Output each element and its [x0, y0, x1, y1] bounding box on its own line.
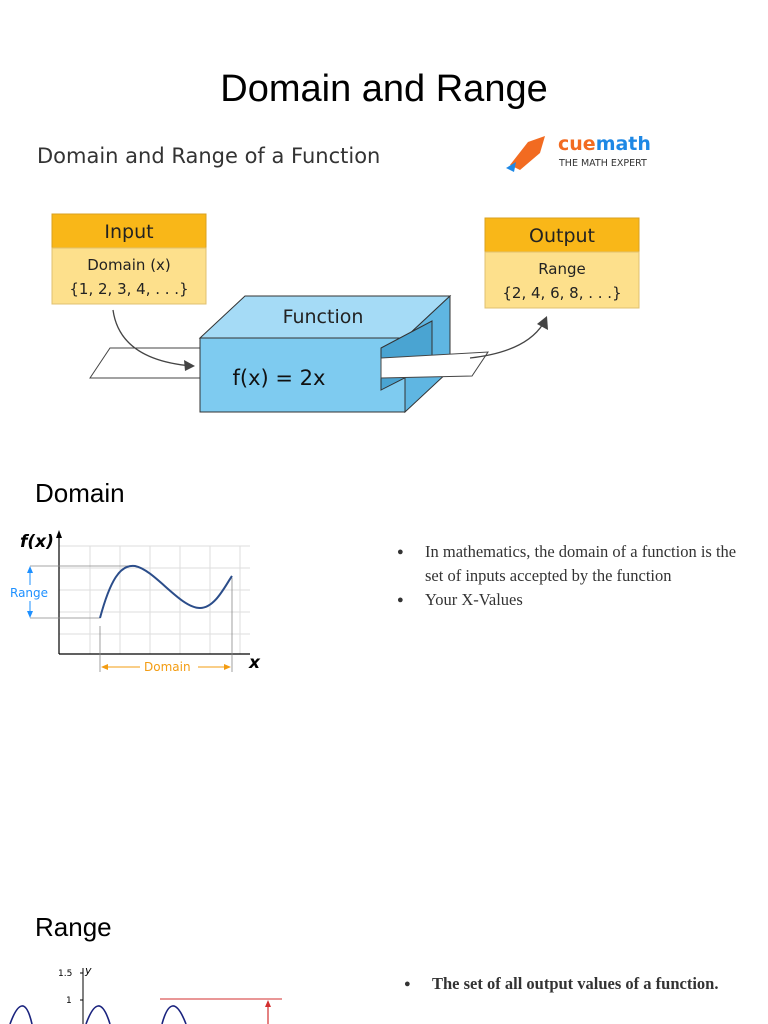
input-body-bg — [51, 247, 207, 305]
input-strip — [89, 347, 201, 379]
input-domain-set: {1, 2, 3, 4, . . .} — [69, 280, 188, 298]
output-body-bg — [484, 251, 640, 309]
input-box: Input Domain (x) {1, 2, 3, 4, . . .} — [51, 213, 207, 305]
domain-heading: Domain — [35, 478, 125, 508]
input-header: Input — [104, 221, 153, 243]
function-cube: Function f(x) = 2x — [198, 294, 452, 414]
range-label: Range — [10, 586, 48, 600]
diagram-heading: Domain and Range of a Function — [37, 144, 380, 168]
input-arrow — [112, 309, 193, 367]
range-graph-y-label: y — [84, 964, 92, 977]
output-range-label: Range — [538, 260, 586, 278]
range-bullet-list: The set of all output values of a functi… — [404, 972, 724, 996]
domain-bullet-item: Your X-Values — [397, 588, 742, 612]
input-arrowhead — [184, 360, 195, 371]
rocket-icon — [510, 136, 545, 170]
output-strip — [380, 351, 489, 379]
domain-label: Domain — [144, 660, 191, 674]
function-formula: f(x) = 2x — [233, 366, 326, 390]
domain-graph-y-label: f(x) — [20, 532, 54, 552]
output-range-set: {2, 4, 6, 8, . . .} — [502, 284, 621, 302]
range-graph: 1.5 1 y — [9, 964, 282, 1024]
function-diagram: Domain and Range of a Function cuemath T… — [37, 133, 651, 414]
domain-graph-curve — [99, 564, 233, 619]
cuemath-logo: cuemath THE MATH EXPERT — [506, 133, 651, 172]
domain-graph-grid — [59, 545, 250, 654]
rocket-flame-icon — [506, 162, 516, 172]
domain-bullet-item: In mathematics, the domain of a function… — [397, 540, 742, 588]
range-heading: Range — [35, 912, 112, 942]
brand-tagline: THE MATH EXPERT — [558, 158, 647, 169]
range-graph-curve — [9, 1005, 33, 1024]
range-graph-tick-label: 1 — [66, 996, 72, 1006]
domain-graph: f(x) x Range Domain — [8, 530, 261, 675]
output-header: Output — [529, 225, 595, 247]
svg-text:cuemath: cuemath — [558, 133, 651, 155]
function-label: Function — [283, 306, 364, 328]
brand-math: math — [596, 133, 651, 155]
output-arrowhead — [537, 316, 548, 330]
page-title: Domain and Range — [220, 68, 548, 110]
domain-bullet-list: In mathematics, the domain of a function… — [397, 540, 742, 612]
range-graph-tick-label: 1.5 — [58, 969, 72, 979]
input-domain-label: Domain (x) — [87, 256, 171, 274]
output-arrow — [469, 323, 544, 359]
brand-cue: cue — [558, 133, 596, 155]
output-box: Output Range {2, 4, 6, 8, . . .} — [484, 217, 640, 309]
cube-front — [199, 337, 406, 413]
range-bullet-item: The set of all output values of a functi… — [404, 972, 724, 996]
domain-graph-x-label: x — [248, 653, 261, 673]
